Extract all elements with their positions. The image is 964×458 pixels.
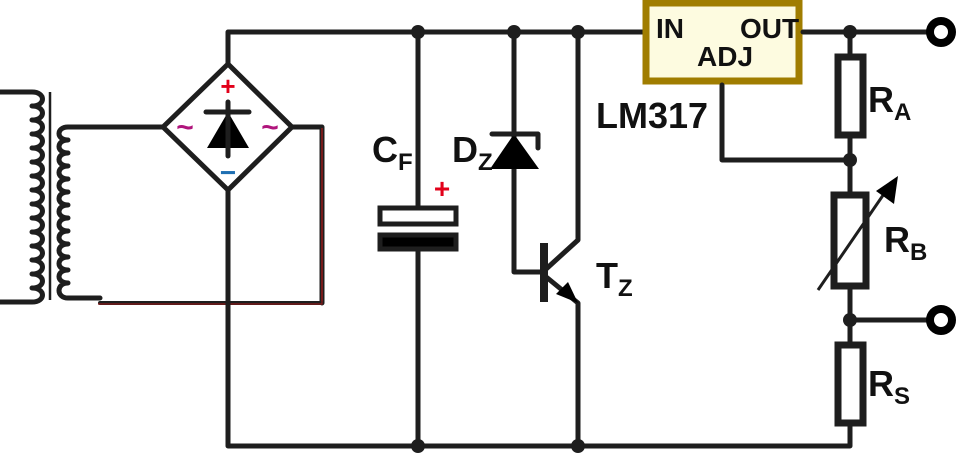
capacitor-plus-label: + [434,173,450,204]
resistor-rb [830,191,870,290]
capacitor-plate-positive [377,205,459,227]
transistor-label: TZ [596,255,633,302]
zener-bar [489,131,541,151]
zener-diode-icon [490,134,539,169]
junction-dot [843,153,857,167]
emitter-arrow-icon [556,282,578,303]
junction-dot [843,25,857,39]
junction-dot [571,439,585,453]
output-terminal-bottom[interactable] [926,305,956,335]
regulator-part-label: LM317 [596,95,708,136]
wire [289,124,325,306]
bottom-rail [225,187,853,449]
pin-out-label: OUT [740,13,799,44]
output-terminal-top[interactable] [926,17,956,47]
transistor-collector [542,29,581,273]
variable-arrow-line [816,187,890,291]
junction-dot [411,25,425,39]
return-wire [100,128,323,305]
junction-dot [571,25,585,39]
resistor-chain: RA RB RS [816,29,933,427]
bridge-ac-right-label: ~ [261,111,279,144]
bridge-minus-label: − [220,157,236,188]
bridge-rectifier: + − ~ ~ [98,29,853,449]
bridge-ac-left-label: ~ [176,111,194,144]
primary-winding [0,89,45,305]
capacitor-cf: CF + [372,29,459,449]
lm317-regulator: IN OUT ADJ LM317 [596,0,933,163]
transistor-emitter [542,273,581,449]
transformer [0,89,123,305]
transistor-tz: TZ [540,29,633,449]
resistor-ra-label: RA [868,79,911,126]
secondary-winding [56,124,123,301]
resistor-rb-label: RB [884,219,927,266]
zener-diode-dz: DZ [452,29,543,275]
top-rail [225,29,646,67]
junction-dot [507,25,521,39]
pin-in-label: IN [656,13,684,44]
zener-label: DZ [452,129,493,176]
adj-wire [719,82,853,163]
bridge-plus-label: + [220,71,235,101]
resistor-rs-label: RS [868,363,910,410]
pin-adj-label: ADJ [697,41,753,72]
junction-dot [411,439,425,453]
resistor-ra [834,53,867,139]
junctions [411,25,857,453]
resistor-rs [834,341,867,427]
junction-dot [843,313,857,327]
wire [511,29,543,275]
regulator-box [642,0,803,85]
capacitor-label: CF [372,129,413,176]
variable-arrow-icon [876,176,898,204]
capacitor-plate-negative [377,232,459,252]
return-wire-highlight [98,128,323,305]
